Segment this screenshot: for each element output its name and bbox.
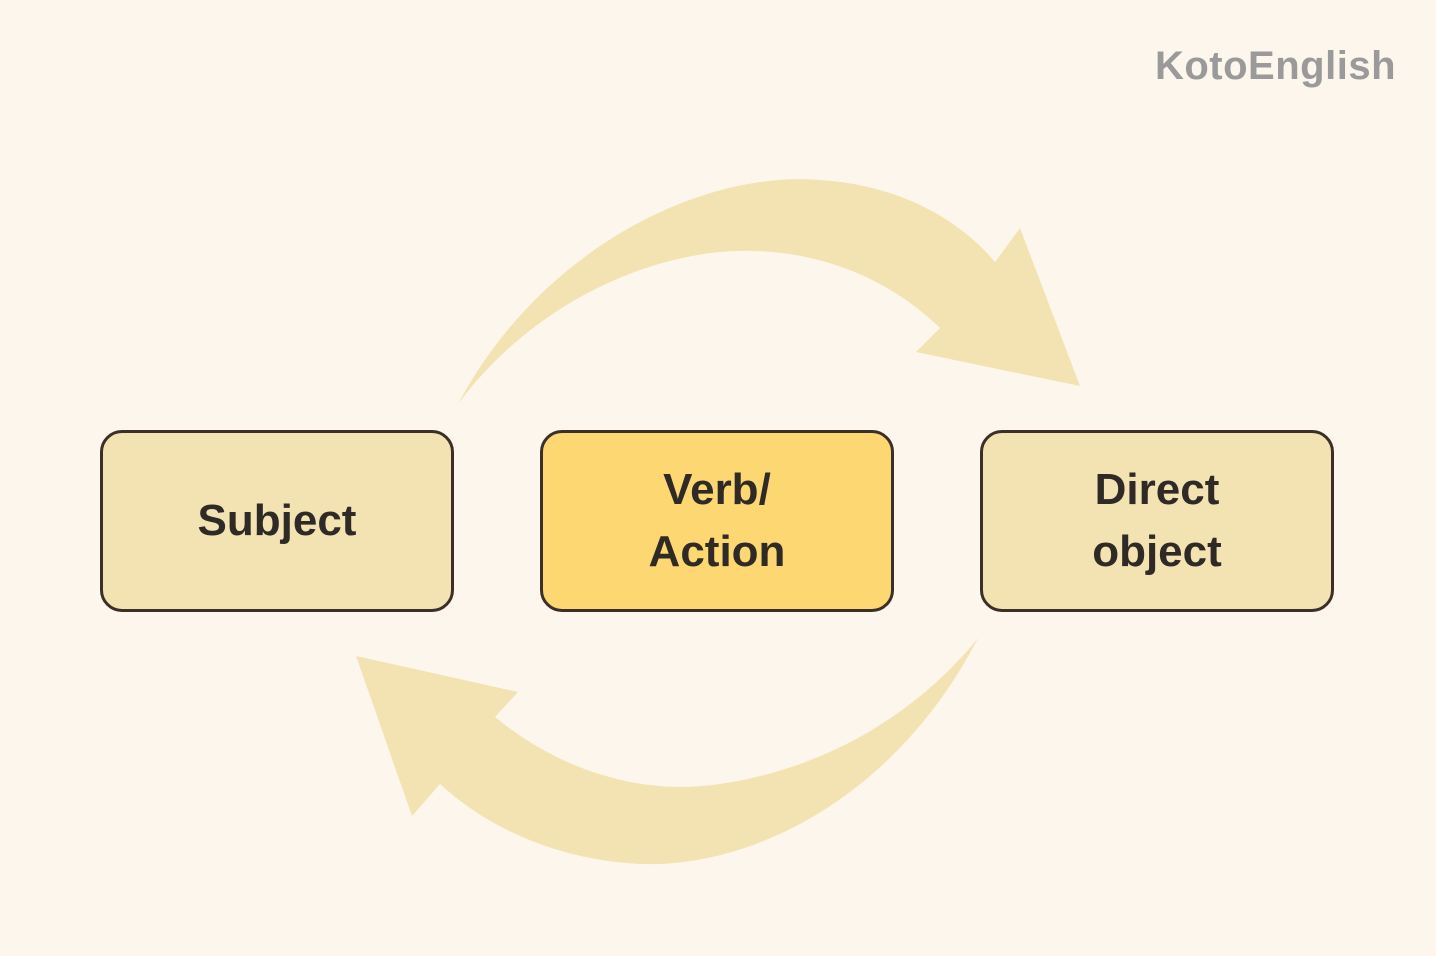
direct-object-box: Direct object [980,430,1334,612]
direct-object-label: Direct object [1092,465,1222,576]
brand-logo: KotoEnglish [1154,44,1396,88]
bottom-curved-arrow [356,638,978,865]
verb-action-box: Verb/ Action [540,430,894,612]
subject-box: Subject [100,430,454,612]
verb-action-label: Verb/ Action [648,465,786,576]
subject-label: Subject [197,496,357,545]
top-curved-arrow [458,179,1080,404]
